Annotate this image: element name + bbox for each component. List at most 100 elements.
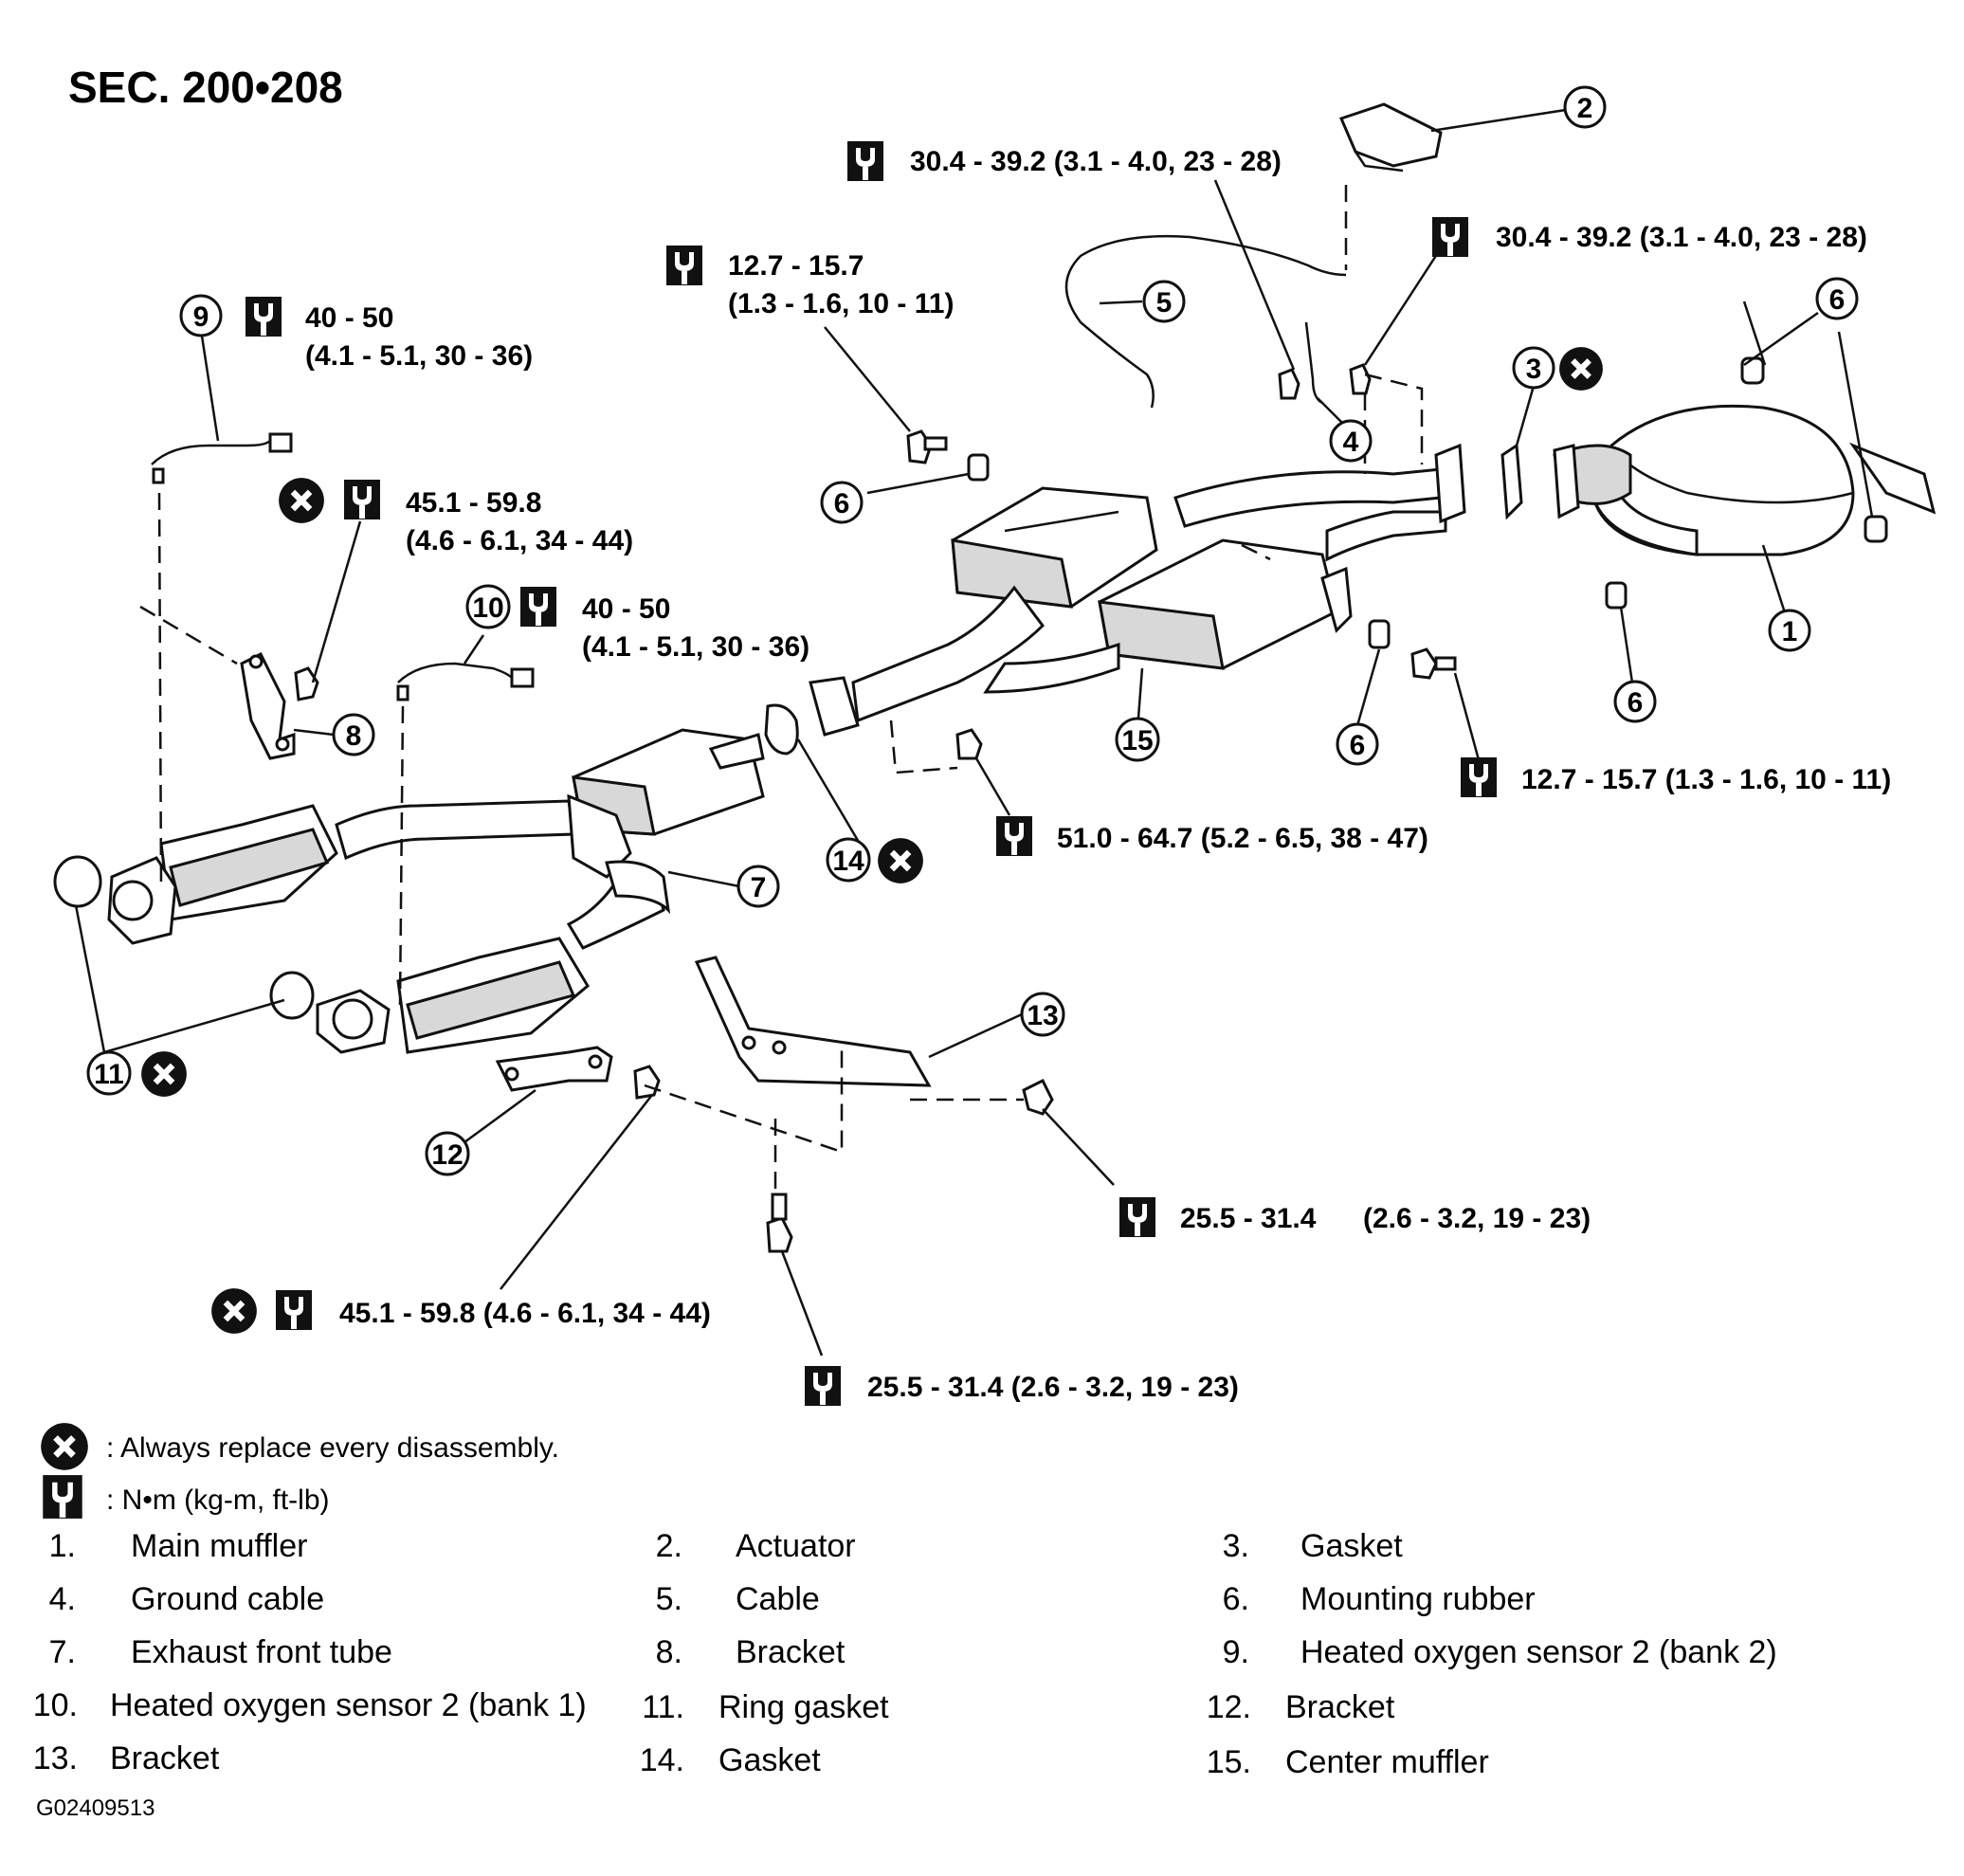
part-name: Bracket [110,1740,220,1776]
callout-6a: 6 [1815,277,1859,320]
part-num: 2. [656,1528,682,1564]
svg-text:11: 11 [94,1059,124,1090]
callout-6d: 6 [1336,722,1379,766]
part-name: Gasket [718,1742,821,1778]
catalytic-converter-upper [159,793,632,921]
callout-5: 5 [1142,280,1186,323]
leader-lines [74,107,1874,1357]
legend: : Always replace every disassembly. : N•… [41,1423,559,1519]
torque-sensor10-line2: (4.1 - 5.1, 30 - 36) [582,631,809,663]
torque-bolt13-b: (2.6 - 3.2, 19 - 23) [1363,1203,1591,1234]
callout-13: 13 [1020,992,1065,1037]
part-name: Ground cable [131,1581,324,1617]
callout-6b: 6 [820,481,864,524]
torque-wrench-icon [666,246,702,285]
svg-text:6: 6 [834,488,850,519]
part-name: Heated oxygen sensor 2 (bank 1) [110,1687,587,1723]
callout-7: 7 [736,865,780,908]
part-name: Bracket [736,1634,846,1670]
torque-sensor10-line1: 40 - 50 [582,593,670,625]
torque-wrench-icon [246,297,282,337]
part-num: 14. [640,1742,684,1778]
part-name: Exhaust front tube [131,1634,392,1670]
part-num: 15. [1207,1744,1251,1780]
callout-11: 11 [86,1050,132,1096]
svg-text:9: 9 [193,301,209,333]
catalytic-converter-lower [396,860,671,1054]
torque-top-bolt-line1: 12.7 - 15.7 [728,250,864,282]
torque-top-bolt-line2: (1.3 - 1.6, 10 - 11) [728,288,954,319]
part-name: Ring gasket [718,1689,889,1725]
replace-icon [1559,347,1603,391]
callout-3: 3 [1512,346,1555,390]
part-name: Mounting rubber [1300,1581,1536,1617]
legend-torque-units: : N•m (kg-m, ft-lb) [106,1484,330,1516]
svg-text:1: 1 [1782,616,1798,647]
torque-wrench-icon [276,1290,312,1330]
part-num: 5. [656,1581,682,1617]
torque-mid-nut: 51.0 - 64.7 (5.2 - 6.5, 38 - 47) [1057,823,1428,854]
replace-icon [141,1051,187,1097]
callout-9: 9 [179,294,223,337]
svg-text:6: 6 [1829,284,1846,316]
center-muffler-lower [1098,538,1353,670]
svg-text:4: 4 [1343,427,1359,458]
part-num: 4. [49,1581,76,1617]
svg-text:2: 2 [1577,93,1593,124]
part-num: 11. [642,1689,684,1725]
torque-right-nut: 30.4 - 39.2 (3.1 - 4.0, 23 - 28) [1496,222,1867,253]
part-num: 9. [1223,1634,1249,1670]
torque-wrench-icon [805,1366,841,1406]
replace-icon [878,838,923,883]
torque-wrench-icon [520,587,556,627]
callout-1: 1 [1768,609,1811,652]
part-name: Actuator [736,1528,856,1564]
callout-2: 2 [1563,85,1607,129]
svg-text:6: 6 [1628,687,1644,719]
part-num: 10. [33,1687,78,1723]
torque-nut8-line2: (4.6 - 6.1, 34 - 44) [406,525,633,556]
torque-nut12: 45.1 - 59.8 (4.6 - 6.1, 34 - 44) [339,1298,711,1329]
legend-replace: : Always replace every disassembly. [106,1432,559,1464]
part-name: Gasket [1300,1528,1403,1564]
callout-8: 8 [332,713,375,756]
part-num: 1. [49,1528,76,1564]
torque-wrench-icon [1461,757,1497,797]
torque-bolt13-a: 25.5 - 31.4 [1180,1203,1317,1234]
parts-list: 1. Main muffler 2. Actuator 3. Gasket 4.… [33,1528,1777,1780]
svg-text:5: 5 [1156,287,1173,319]
svg-text:15: 15 [1121,725,1153,756]
svg-text:14: 14 [832,846,864,877]
part-name: Cable [736,1581,820,1617]
part-name: Heated oxygen sensor 2 (bank 2) [1300,1634,1777,1670]
svg-text:8: 8 [346,720,362,752]
torque-wrench-icon [1119,1197,1155,1237]
figure-id: G02409513 [36,1795,155,1821]
torque-wrench-icon [847,141,883,181]
callout-6c: 6 [1613,680,1657,723]
part-num: 8. [656,1634,682,1670]
part-num: 7. [49,1634,76,1670]
torque-wrench-icon [344,480,380,519]
svg-text:3: 3 [1526,354,1542,385]
part-num: 3. [1223,1528,1249,1564]
torque-right-bolt: 12.7 - 15.7 (1.3 - 1.6, 10 - 11) [1521,764,1891,795]
torque-wrench-icon [1432,217,1468,257]
callout-10: 10 [465,584,511,629]
svg-text:10: 10 [472,592,503,624]
replace-icon [211,1288,257,1334]
svg-text:12: 12 [431,1139,463,1171]
callout-numbers: 1 2 3 4 5 6 6 6 6 7 8 9 10 11 12 13 14 1… [86,85,1859,1176]
svg-text:13: 13 [1027,1000,1058,1031]
torque-callouts: 30.4 - 39.2 (3.1 - 4.0, 23 - 28) 30.4 - … [211,141,1891,1406]
svg-text:7: 7 [751,872,767,903]
part-num: 6. [1223,1581,1249,1617]
torque-wrench-icon [996,816,1032,856]
replace-icon [279,478,324,523]
callout-14: 14 [826,837,871,883]
torque-bottom-bolt: 25.5 - 31.4 (2.6 - 3.2, 19 - 23) [867,1372,1239,1403]
part-name: Main muffler [131,1528,307,1564]
svg-text:6: 6 [1350,730,1366,761]
